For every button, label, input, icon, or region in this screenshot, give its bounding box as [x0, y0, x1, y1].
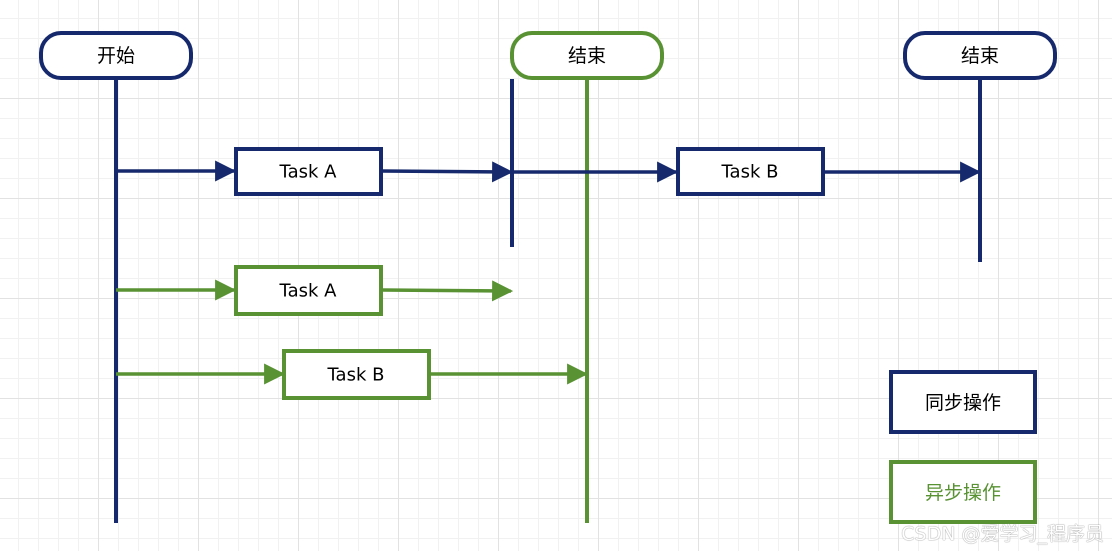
end-node-async: 结束: [510, 31, 664, 80]
start-node-label: 开始: [97, 45, 135, 67]
end-node-sync: 结束: [903, 31, 1057, 80]
sync-task-b-box: Task B: [676, 147, 825, 196]
legend-sync-label: 同步操作: [925, 392, 1001, 414]
end-node-async-label: 结束: [568, 45, 606, 67]
sync-task-a-box: Task A: [234, 147, 383, 196]
async-task-a-box: Task A: [234, 265, 383, 316]
sync-task-b-label: Task B: [721, 162, 779, 183]
watermark: CSDN @爱学习_程序员: [901, 523, 1104, 545]
legend-async: 异步操作: [889, 460, 1037, 524]
async-task-a-label: Task A: [279, 281, 338, 302]
end-node-sync-label: 结束: [961, 45, 999, 67]
async-arrow-task-a-out: [380, 280, 514, 302]
async-task-b-label: Task B: [327, 365, 385, 386]
sync-arrow-task-a-to-join: [380, 161, 514, 183]
start-node: 开始: [39, 31, 193, 80]
sync-task-a-label: Task A: [279, 162, 338, 183]
async-task-b-box: Task B: [282, 349, 431, 400]
legend-async-label: 异步操作: [925, 482, 1001, 504]
legend-sync: 同步操作: [889, 370, 1037, 434]
